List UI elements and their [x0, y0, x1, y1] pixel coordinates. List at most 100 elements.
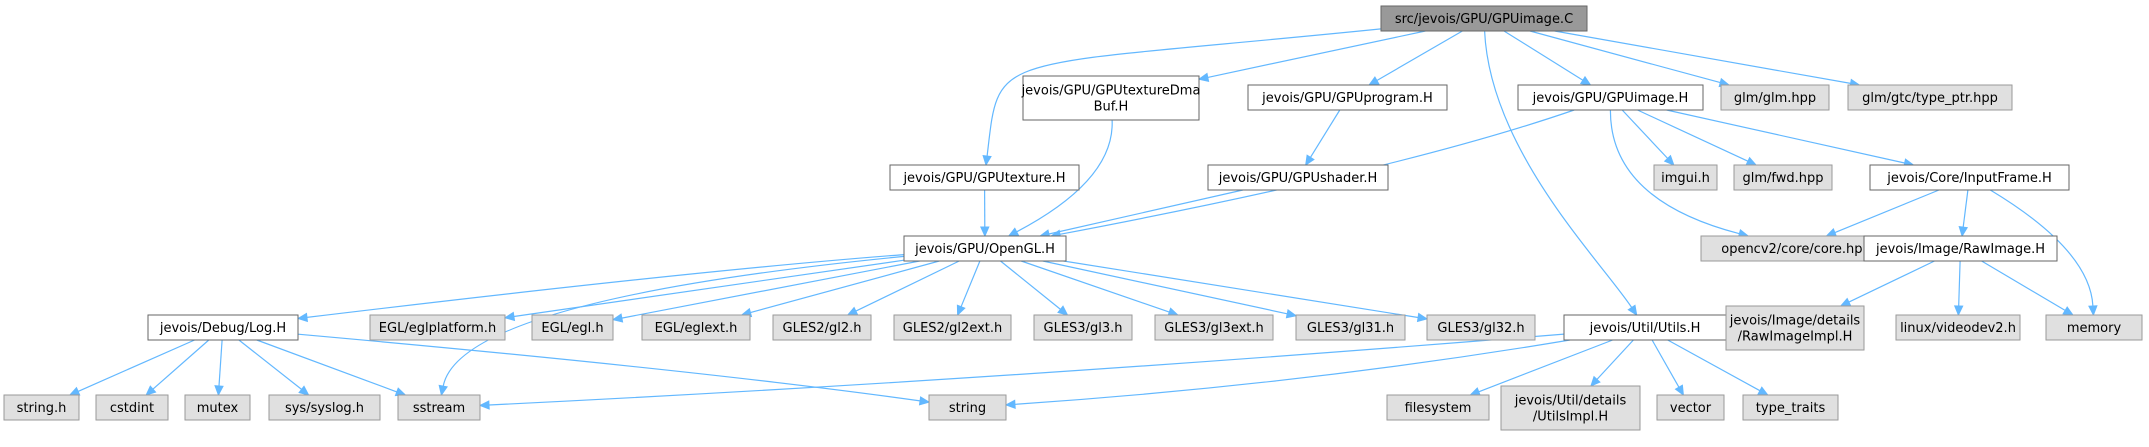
edge-line [1596, 339, 1634, 380]
node-label: jevois/Util/details [1514, 394, 1627, 409]
node-box [641, 314, 751, 341]
node-videodev2: linux/videodev2.h [1895, 314, 2021, 341]
node-box [1295, 314, 1406, 341]
node-glmglm: glm/glm.hpp [1720, 84, 1830, 111]
node-box [1653, 164, 1718, 191]
node-box [268, 394, 381, 421]
edge-line [1834, 189, 1940, 234]
node-label: memory [2067, 321, 2122, 336]
node-box [1426, 314, 1536, 341]
node-mutex: mutex [184, 394, 251, 421]
node-egl: EGL/egl.h [531, 314, 614, 341]
edge-inputframe-to-memory [1989, 189, 2098, 317]
edge-gpuprogram-to-gpushader [1305, 109, 1341, 167]
edge-arrowhead [145, 385, 157, 396]
edge-line [1042, 260, 1288, 315]
edge-arrowhead [1590, 375, 1601, 387]
node-label: GLES2/gl2ext.h [903, 321, 1003, 336]
edge-line [1667, 339, 1761, 392]
node-box [1700, 235, 1892, 262]
node-root[interactable]: src/jevois/GPU/GPUimage.C [1380, 5, 1588, 32]
edge-utils-to-vector [1651, 339, 1685, 397]
edge-log-to-sstream [256, 339, 407, 397]
edge-line [1958, 260, 1961, 307]
node-label: sys/syslog.h [285, 401, 364, 416]
node-box [1720, 84, 1830, 111]
node-label: string.h [17, 401, 67, 416]
edge-line [1484, 30, 1633, 308]
edge-line [1529, 30, 1721, 84]
node-label: jevois/Core/InputFrame.H [1886, 171, 2052, 186]
edge-rawimage-to-rawimageimpl [1839, 260, 1935, 307]
edge-line [1016, 119, 1113, 233]
node-label: EGL/egl.h [541, 321, 603, 336]
node-log[interactable]: jevois/Debug/Log.H [147, 314, 299, 341]
node-box [1380, 5, 1588, 32]
edge-arrowhead [956, 304, 966, 317]
edge-inputframe-to-opencvcore [1825, 189, 1940, 237]
edge-arrowhead [1285, 309, 1298, 319]
node-inputframe[interactable]: jevois/Core/InputFrame.H [1869, 164, 2070, 191]
edge-arrowhead [1004, 399, 1016, 410]
edge-arrowhead [611, 313, 624, 323]
node-imgui: imgui.h [1653, 164, 1718, 191]
edge-arrowhead [296, 312, 308, 323]
node-label: /RawImageImpl.H [1738, 330, 1853, 345]
node-label: jevois/Image/details [1729, 314, 1861, 329]
node-box [3, 394, 80, 421]
node-utils[interactable]: jevois/Util/Utils.H [1563, 314, 1727, 341]
edge-line [297, 333, 921, 402]
node-label: jevois/GPU/GPUtexture.H [902, 171, 1065, 186]
node-memory: memory [2045, 314, 2143, 341]
edge-arrowhead [980, 226, 990, 238]
edge-opengl-to-egl [611, 260, 920, 323]
node-label: GLES3/gl32.h [1437, 321, 1524, 336]
edge-arrowhead [2088, 305, 2098, 317]
edge-line [1048, 189, 1244, 235]
node-gpuprogram[interactable]: jevois/GPU/GPUprogram.H [1247, 84, 1448, 111]
node-box [903, 235, 1067, 262]
node-label: /UtilsImpl.H [1533, 410, 1608, 425]
edge-log-to-mutex [214, 339, 224, 397]
edge-arrowhead [214, 385, 224, 397]
edge-root-to-gputexture [982, 28, 1382, 167]
node-gl3ext: GLES3/gl3ext.h [1154, 314, 1274, 341]
node-box [1247, 84, 1448, 111]
edge-root-to-gpuimageh [1503, 30, 1592, 86]
edge-line [1989, 189, 2094, 307]
edge-line [256, 339, 398, 393]
node-label: jevois/Debug/Log.H [159, 321, 286, 336]
node-label: type_traits [1756, 401, 1826, 416]
node-opengl[interactable]: jevois/GPU/OpenGL.H [903, 235, 1067, 262]
edge-opengl-to-gl3ext [1021, 260, 1179, 317]
node-label: opencv2/core/core.hpp [1721, 242, 1871, 257]
edge-line [238, 339, 302, 390]
edge-arrowhead [394, 387, 407, 397]
edge-arrowhead [1368, 76, 1380, 86]
node-label: EGL/eglext.h [655, 321, 738, 336]
edge-gpuimageh-to-inputframe [1666, 109, 1915, 168]
edge-log-to-stringh [68, 339, 195, 396]
node-box [1563, 314, 1727, 341]
node-gputexture[interactable]: jevois/GPU/GPUtexture.H [889, 164, 1080, 191]
node-rawimage[interactable]: jevois/Image/RawImage.H [1863, 235, 2058, 262]
node-string: string [928, 394, 1007, 421]
node-gpushader[interactable]: jevois/GPU/GPUshader.H [1207, 164, 1389, 191]
edge-log-to-string [297, 333, 931, 406]
node-sstream: sstream [397, 394, 481, 421]
node-label: jevois/GPU/GPUprogram.H [1261, 91, 1433, 106]
edge-utils-to-sstream [478, 333, 1565, 410]
edge-line [77, 339, 195, 392]
edge-arrowhead [1627, 304, 1638, 317]
node-gpuimageh[interactable]: jevois/GPU/GPUimage.H [1517, 84, 1704, 111]
node-label: glm/fwd.hpp [1742, 171, 1823, 186]
node-box [1033, 314, 1133, 341]
node-label: src/jevois/GPU/GPUimage.C [1395, 12, 1573, 27]
edge-arrowhead [1416, 312, 1429, 323]
node-label: GLES3/gl3ext.h [1164, 321, 1264, 336]
node-box [397, 394, 481, 421]
node-box [1207, 164, 1389, 191]
edge-line [513, 259, 905, 318]
